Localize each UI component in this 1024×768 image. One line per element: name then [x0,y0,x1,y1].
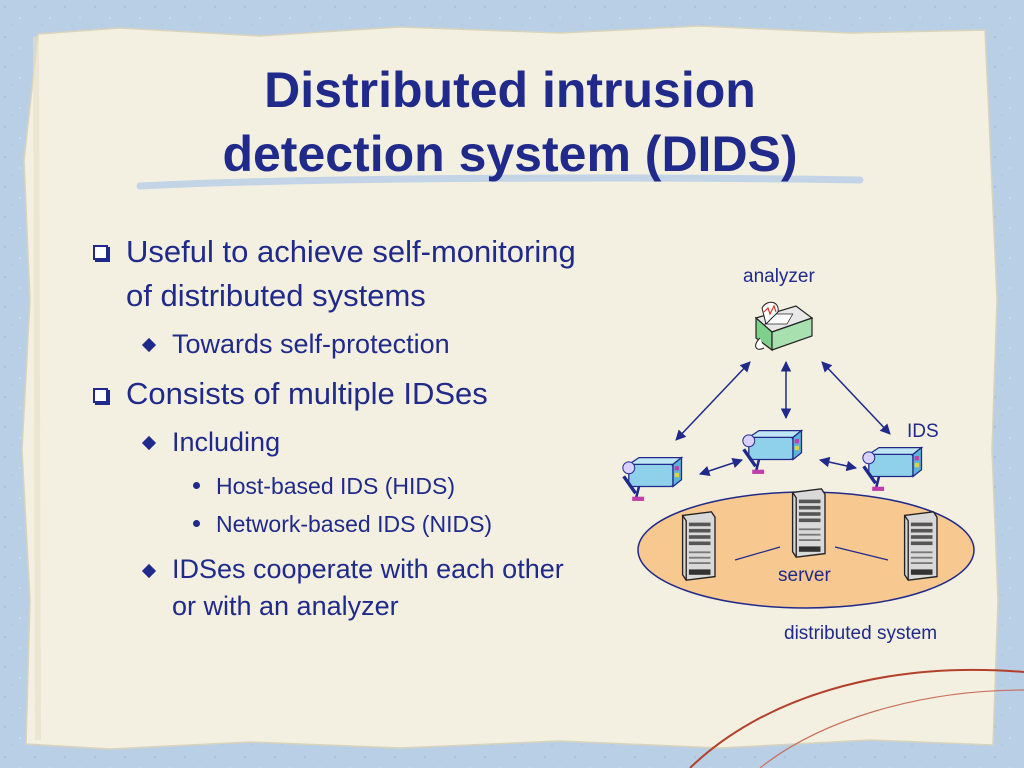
analyzer-link-arrow [675,361,751,441]
server-icon [903,511,938,581]
server-label: server [778,565,831,586]
server-icon [681,511,716,581]
server-icon [791,488,826,558]
ids-label: IDS [907,421,939,442]
distributed-system-label: distributed system [784,623,937,644]
server-link [734,546,781,561]
analyzer-link-arrow [821,361,891,435]
ids-link-arrow [699,458,743,476]
title-line-2: detection system (DIDS) [222,126,798,182]
ids-camera-icon [742,428,804,476]
ids-camera-icon [622,455,684,503]
title-underline [136,174,864,190]
analyzer-label: analyzer [743,266,815,287]
ids-camera-icon [862,445,924,493]
server-link [834,546,889,561]
ids-link-arrow [818,456,858,472]
title-line-1: Distributed intrusion [264,62,756,118]
decorative-swirl [689,668,1024,768]
slide-title: Distributed intrusion detection system (… [120,58,900,186]
analyzer-fax-icon [754,301,814,352]
